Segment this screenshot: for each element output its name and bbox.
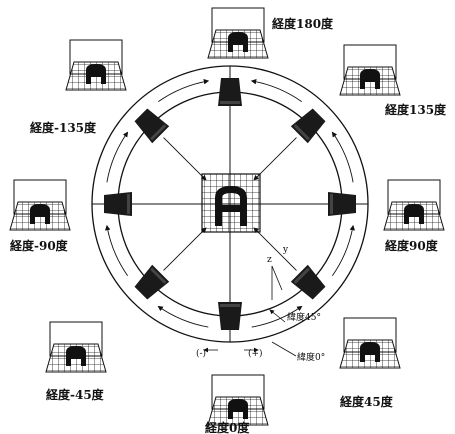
rotation-arrows	[105, 79, 355, 328]
label-lon-m135: 経度-135度	[30, 120, 97, 135]
camera-block-m90	[104, 192, 132, 216]
rotation-arrow-7	[157, 305, 209, 328]
sign-plus-label: (+)	[248, 348, 263, 359]
rotation-arrow-5	[106, 131, 129, 183]
center-arrow-m45	[163, 227, 207, 271]
y-axis-line	[271, 265, 283, 291]
label-lat-45: 緯度45°	[287, 311, 321, 323]
view-thumbnail-m45	[45, 321, 107, 373]
view-thumbnail-180	[207, 7, 269, 59]
axis-y-label: y	[282, 245, 289, 255]
camera-block-90	[328, 192, 356, 216]
label-lon-180: 経度180度	[272, 16, 334, 31]
camera-block-0	[218, 302, 242, 330]
rotation-arrow-3	[250, 79, 302, 102]
center-arrow-135	[253, 137, 297, 181]
label-lon-0: 経度0度	[205, 420, 250, 434]
view-thumbnail-m90	[9, 179, 71, 231]
rotation-arrow-2	[331, 131, 354, 183]
rotation-arrow-1	[332, 224, 355, 276]
camera-direction-arrows	[163, 137, 297, 271]
view-thumbnail-90	[383, 179, 445, 231]
label-lat-0: 緯度0°	[297, 351, 325, 363]
center-arrow-m135	[163, 137, 207, 181]
lat45-pointer	[269, 309, 286, 323]
label-lon-45: 経度45度	[340, 394, 394, 409]
camera-block-m135	[134, 108, 170, 144]
camera-block-45	[290, 264, 326, 300]
rotation-arrow-4	[158, 79, 210, 102]
perspective-views	[9, 7, 445, 426]
lat0-pointer	[271, 341, 297, 357]
label-lon-m90: 経度-90度	[10, 238, 69, 253]
center-arrow-45	[253, 227, 297, 271]
rotation-arrow-0	[251, 305, 303, 328]
camera-block-180	[218, 78, 242, 106]
rotation-arrow-6	[105, 224, 128, 276]
view-thumbnail-m135	[65, 39, 127, 91]
sign-minus-label: (-)	[196, 348, 206, 359]
camera-block-m45	[134, 264, 170, 300]
label-lon-90: 経度90度	[385, 238, 439, 253]
label-lon-m45: 経度-45度	[46, 387, 105, 402]
view-thumbnail-0	[207, 374, 269, 426]
axis-z-label: z	[267, 255, 272, 265]
view-thumbnail-45	[339, 317, 401, 369]
camera-blocks	[104, 78, 356, 330]
label-lon-135: 経度135度	[385, 102, 447, 117]
camera-block-135	[290, 108, 326, 144]
center-grid-panel	[201, 173, 261, 233]
letter-a-glyph	[215, 186, 247, 226]
view-thumbnail-135	[339, 44, 401, 96]
